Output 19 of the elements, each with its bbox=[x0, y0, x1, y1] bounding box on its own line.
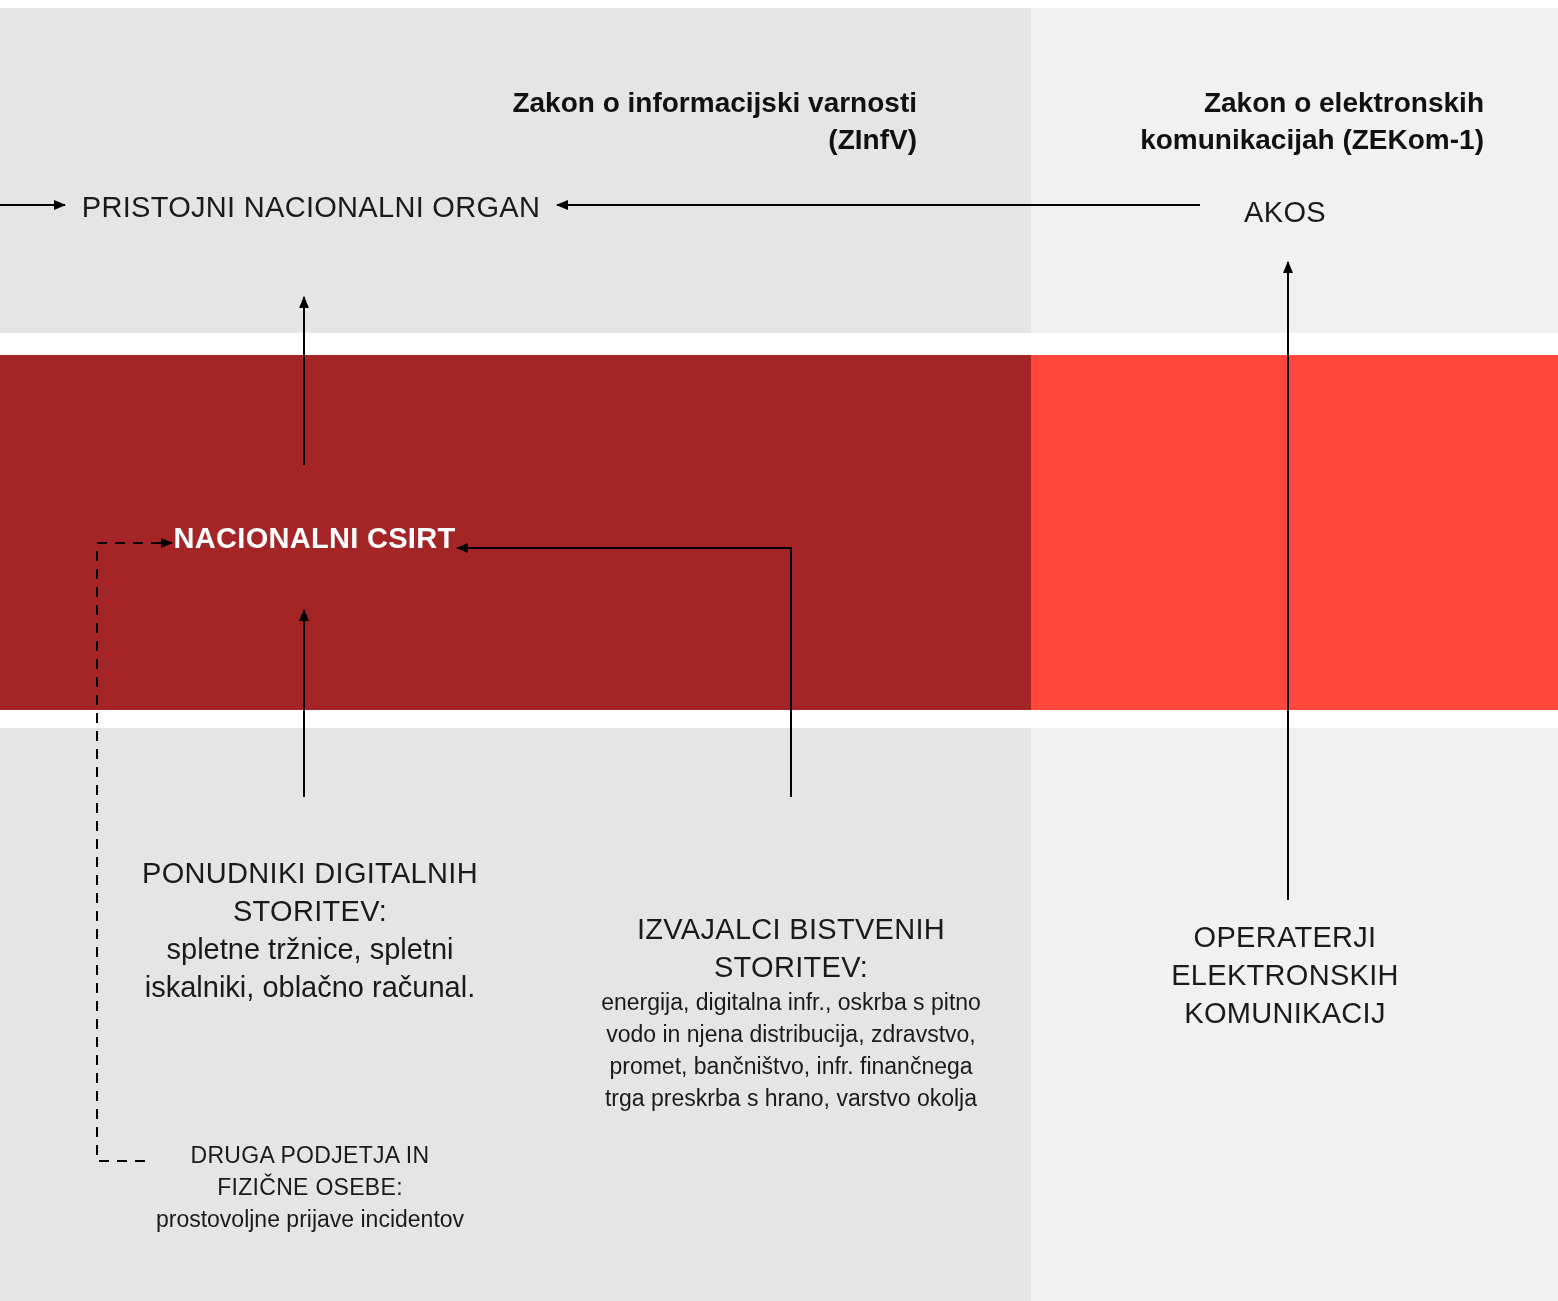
node-label: DRUGA PODJETJA IN FIZIČNE OSEBE: bbox=[189, 1141, 431, 1202]
arrow bbox=[299, 296, 309, 466]
node-description: spletne tržnice, spletni iskalniki, oblačno računal. bbox=[143, 931, 477, 1005]
arrow bbox=[456, 543, 792, 798]
node-description: prostovoljne prijave incidentov bbox=[155, 1205, 465, 1234]
arrow bbox=[96, 538, 173, 1162]
node-label: AKOS bbox=[1244, 195, 1326, 230]
node-label: OPERATERJI ELEKTRONSKIH KOMUNIKACIJ bbox=[1170, 920, 1400, 1031]
node-label: PONUDNIKI DIGITALNIH STORITEV: bbox=[141, 855, 479, 929]
node-label: PRISTOJNI NACIONALNI ORGAN bbox=[81, 190, 541, 225]
arrow bbox=[1283, 261, 1293, 901]
node-label: IZVAJALCI BISTVENIH STORITEV: bbox=[635, 912, 947, 985]
arrow bbox=[556, 200, 1201, 210]
law-heading: Zakon o informacijski varnosti (ZInfV) bbox=[511, 86, 917, 157]
arrow bbox=[299, 609, 309, 798]
arrow bbox=[0, 200, 66, 210]
node-label: NACIONALNI CSIRT bbox=[173, 520, 456, 556]
node-description: energija, digitalna infr., oskrba s pitno vodo in njena distribucija, zdravstvo, promet, bančništvo, infr. finančnega trga preskrba s hrano, varstvo okolja bbox=[600, 988, 982, 1113]
law-heading: Zakon o elektronskih komunikacijah (ZEKom-1) bbox=[1139, 86, 1484, 157]
